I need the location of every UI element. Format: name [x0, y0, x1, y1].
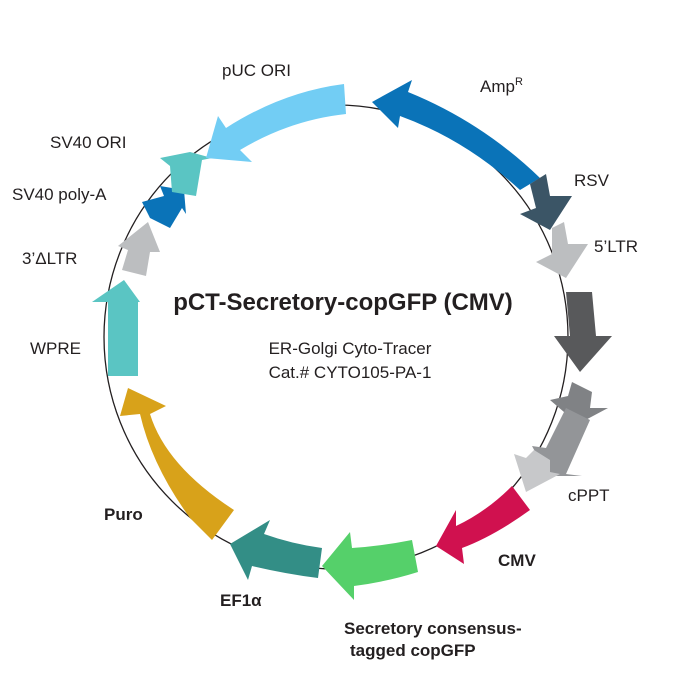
label-rsv: RSV: [574, 171, 610, 190]
plasmid-subtitle-line2: Cat.# CYTO105-PA-1: [269, 363, 432, 382]
feature-arrow-5ltr: [536, 222, 588, 278]
label-puro: Puro: [104, 505, 143, 524]
label-sv40ori: SV40 ORI: [50, 133, 127, 152]
feature-arrow-gray: [550, 382, 608, 424]
feature-arrow-copgfp: [322, 532, 418, 600]
label-copgfp-line2: tagged copGFP: [350, 641, 476, 660]
feature-arrow-wpre: [92, 280, 140, 376]
label-sv40polya: SV40 poly-A: [12, 185, 107, 204]
feature-arrows: [92, 80, 612, 600]
plasmid-subtitle-line1: ER-Golgi Cyto-Tracer: [269, 339, 432, 358]
label-wpre: WPRE: [30, 339, 81, 358]
feature-arrow-ef1a: [230, 520, 322, 580]
label-copgfp-line1: Secretory consensus-: [344, 619, 522, 638]
feature-arrow-puro: [120, 388, 234, 540]
feature-labels: AmpR RSV 5’LTR cPPT CMV Secretory consen…: [12, 61, 638, 660]
label-cmv: CMV: [498, 551, 536, 570]
feature-arrow-cmv: [436, 486, 530, 564]
feature-arrow-3ltr: [118, 222, 160, 276]
feature-arrow-cppt: [514, 450, 560, 492]
label-3ltr: 3’ΔLTR: [22, 249, 77, 268]
label-puc: pUC ORI: [222, 61, 291, 80]
label-cppt: cPPT: [568, 486, 610, 505]
label-5ltr: 5’LTR: [594, 237, 638, 256]
feature-arrow-puc: [206, 84, 346, 162]
feature-arrow-ampr: [372, 80, 540, 190]
label-ampr: AmpR: [480, 76, 523, 96]
feature-arrow-dark: [554, 292, 612, 372]
plasmid-title: pCT-Secretory-copGFP (CMV): [173, 289, 513, 316]
feature-arrow-rsv: [520, 174, 572, 230]
label-ef1a: EF1α: [220, 591, 262, 610]
feature-arrow-sv40ori: [160, 152, 212, 196]
feature-arrow-sv40polya: [142, 186, 186, 228]
